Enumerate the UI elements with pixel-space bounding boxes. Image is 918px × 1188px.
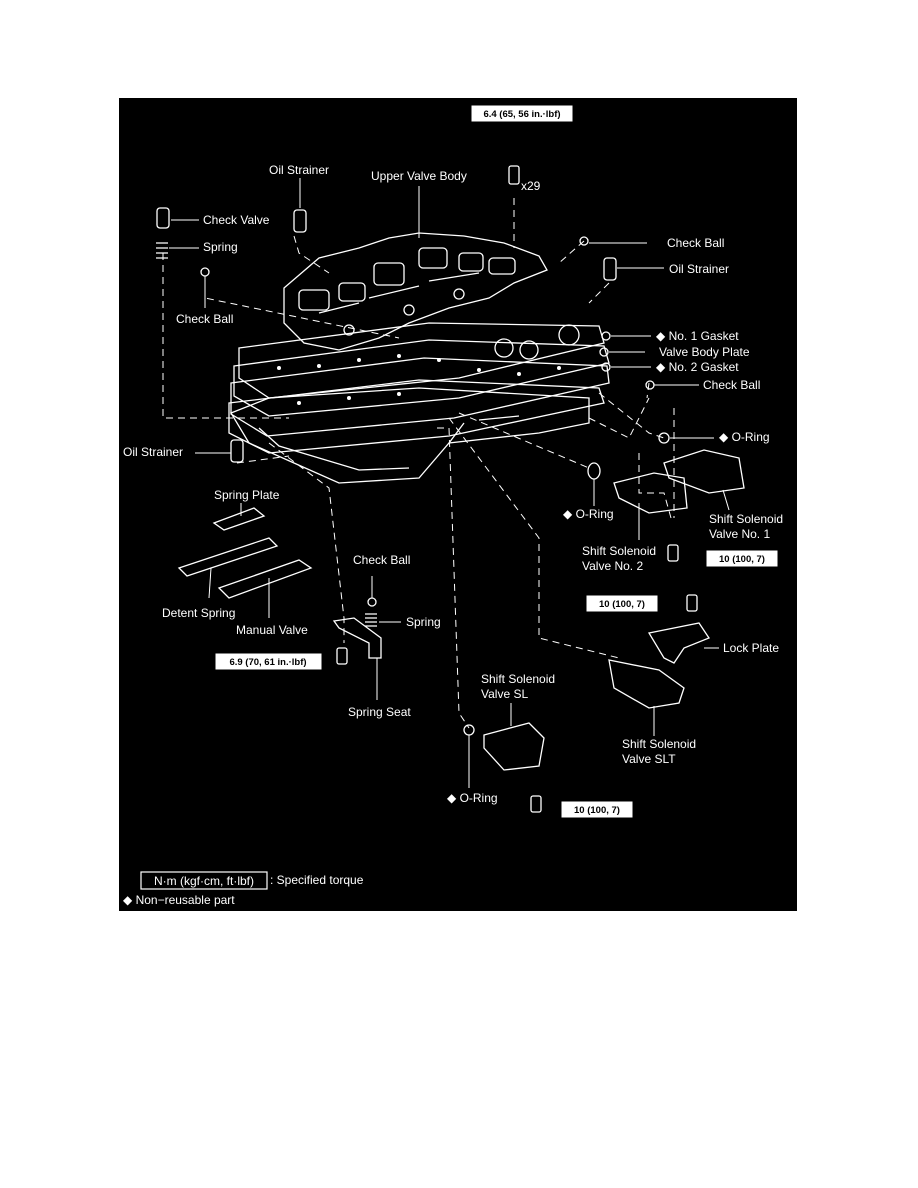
torque-lock-plate-label: 10 (100, 7) xyxy=(599,599,645,610)
bolt-spring-seat-part xyxy=(336,647,348,665)
shift-solenoid-no2-part xyxy=(613,472,688,514)
alignment-lines xyxy=(162,198,675,729)
upper-valve-body xyxy=(283,232,548,351)
shift-solenoid-no1-part xyxy=(663,449,745,494)
check-valve-part xyxy=(156,207,170,229)
manual-valve-label: Manual Valve xyxy=(236,623,308,637)
o-ring-mid-label: ◆ O-Ring xyxy=(563,507,614,521)
bolt-sl-part xyxy=(530,795,542,813)
check-ball-bottom-part xyxy=(367,597,377,607)
spring-seat-part xyxy=(332,617,382,659)
o-ring-bottom-label: ◆ O-Ring xyxy=(447,791,498,805)
gasket-plate-stack xyxy=(228,322,610,454)
shift-solenoid-sl-label-line1: Shift Solenoid xyxy=(481,672,555,686)
legend: N·m (kgf·cm, ft·lbf) : Specified torque … xyxy=(123,871,364,907)
part-labels: x29 Oil Strainer Upper Valve Body Check … xyxy=(123,163,783,805)
non-reusable-diamond-icon: ◆ xyxy=(656,329,669,343)
legend-unit-box: N·m (kgf·cm, ft·lbf) xyxy=(154,874,254,888)
spring-plate-part xyxy=(212,507,266,531)
no2-gasket-label: ◆ No. 2 Gasket xyxy=(656,360,739,374)
oil-strainer-right-label: Oil Strainer xyxy=(669,262,729,276)
check-ball-bottom-label: Check Ball xyxy=(353,553,410,567)
torque-solenoid-sl: 10 (100, 7) xyxy=(561,801,633,818)
shift-solenoid-no2-label-line2: Valve No. 2 xyxy=(582,559,643,573)
non-reusable-diamond-icon: ◆ xyxy=(563,507,576,521)
torque-top: 6.4 (65, 56 in.·lbf) xyxy=(471,105,573,122)
oil-strainer-right-part xyxy=(603,257,617,281)
check-ball-left-label: Check Ball xyxy=(176,312,233,326)
bolt-lock-plate-part xyxy=(686,594,698,612)
spring-bottom-part xyxy=(365,613,377,627)
lock-plate-label: Lock Plate xyxy=(723,641,779,655)
bolt-count-label: x29 xyxy=(521,179,541,193)
no1-gasket-label: ◆ No. 1 Gasket xyxy=(656,329,739,343)
check-ball-right-mid-label: Check Ball xyxy=(703,378,760,392)
spring-plate-label: Spring Plate xyxy=(214,488,280,502)
non-reusable-diamond-icon: ◆ xyxy=(123,893,136,907)
check-ball-right-top-label: Check Ball xyxy=(667,236,724,250)
oil-strainer-top-part xyxy=(293,209,307,233)
legend-unit-text: : Specified torque xyxy=(270,873,364,887)
lock-plate-part xyxy=(647,622,710,664)
spring-seat-label: Spring Seat xyxy=(348,705,411,719)
shift-solenoid-no1-label-line2: Valve No. 1 xyxy=(709,527,770,541)
detent-spring-part xyxy=(177,537,279,577)
upper-valve-body-label: Upper Valve Body xyxy=(371,169,467,183)
spring-top-label: Spring xyxy=(203,240,238,254)
small-parts xyxy=(156,165,745,813)
label-leaders xyxy=(169,178,730,788)
shift-solenoid-slt-part xyxy=(608,659,685,709)
non-reusable-diamond-icon: ◆ xyxy=(447,791,460,805)
torque-spring-seat: 6.9 (70, 61 in.·lbf) xyxy=(215,653,322,670)
shift-solenoid-slt-label-line1: Shift Solenoid xyxy=(622,737,696,751)
o-ring-right-part xyxy=(658,432,670,444)
shift-solenoid-sl-label-line2: Valve SL xyxy=(481,687,528,701)
valve-body-plate-label: Valve Body Plate xyxy=(659,345,750,359)
torque-spring-seat-label: 6.9 (70, 61 in.·lbf) xyxy=(229,657,306,668)
legend-non-reusable: ◆ Non−reusable part xyxy=(123,893,235,907)
spring-top-part xyxy=(156,242,168,259)
torque-solenoid-sl-label: 10 (100, 7) xyxy=(574,805,620,816)
shift-solenoid-no2-label-line1: Shift Solenoid xyxy=(582,544,656,558)
shift-solenoid-no1-label-line1: Shift Solenoid xyxy=(709,512,783,526)
non-reusable-diamond-icon: ◆ xyxy=(656,360,669,374)
valve-body-exploded-diagram: 6.4 (65, 56 in.·lbf) 10 (100, 7) 10 (100… xyxy=(119,98,797,911)
shift-solenoid-sl-part xyxy=(483,722,545,771)
check-ball-right-mid-part xyxy=(645,380,655,390)
shift-solenoid-slt-label-line2: Valve SLT xyxy=(622,752,676,766)
check-valve-label: Check Valve xyxy=(203,213,270,227)
oil-strainer-top-label: Oil Strainer xyxy=(269,163,329,177)
check-ball-right-top-part xyxy=(579,236,589,246)
manual-valve-part xyxy=(217,559,313,599)
torque-top-label: 6.4 (65, 56 in.·lbf) xyxy=(483,109,560,120)
non-reusable-diamond-icon: ◆ xyxy=(719,430,732,444)
lower-valve-body xyxy=(230,387,590,484)
detent-spring-label: Detent Spring xyxy=(162,606,235,620)
spring-bottom-label: Spring xyxy=(406,615,441,629)
check-ball-left-part xyxy=(200,267,210,277)
bolt-no2-part xyxy=(667,544,679,562)
o-ring-mid-part xyxy=(587,462,601,480)
torque-solenoid-no2-label: 10 (100, 7) xyxy=(719,554,765,565)
o-ring-bottom-part xyxy=(463,724,475,736)
torque-lock-plate: 10 (100, 7) xyxy=(586,595,658,612)
oil-strainer-left-label: Oil Strainer xyxy=(123,445,183,459)
bolt-top-part xyxy=(508,165,520,185)
torque-solenoid-no2: 10 (100, 7) xyxy=(706,550,778,567)
oil-strainer-left-part xyxy=(230,439,244,463)
o-ring-right-label: ◆ O-Ring xyxy=(719,430,770,444)
